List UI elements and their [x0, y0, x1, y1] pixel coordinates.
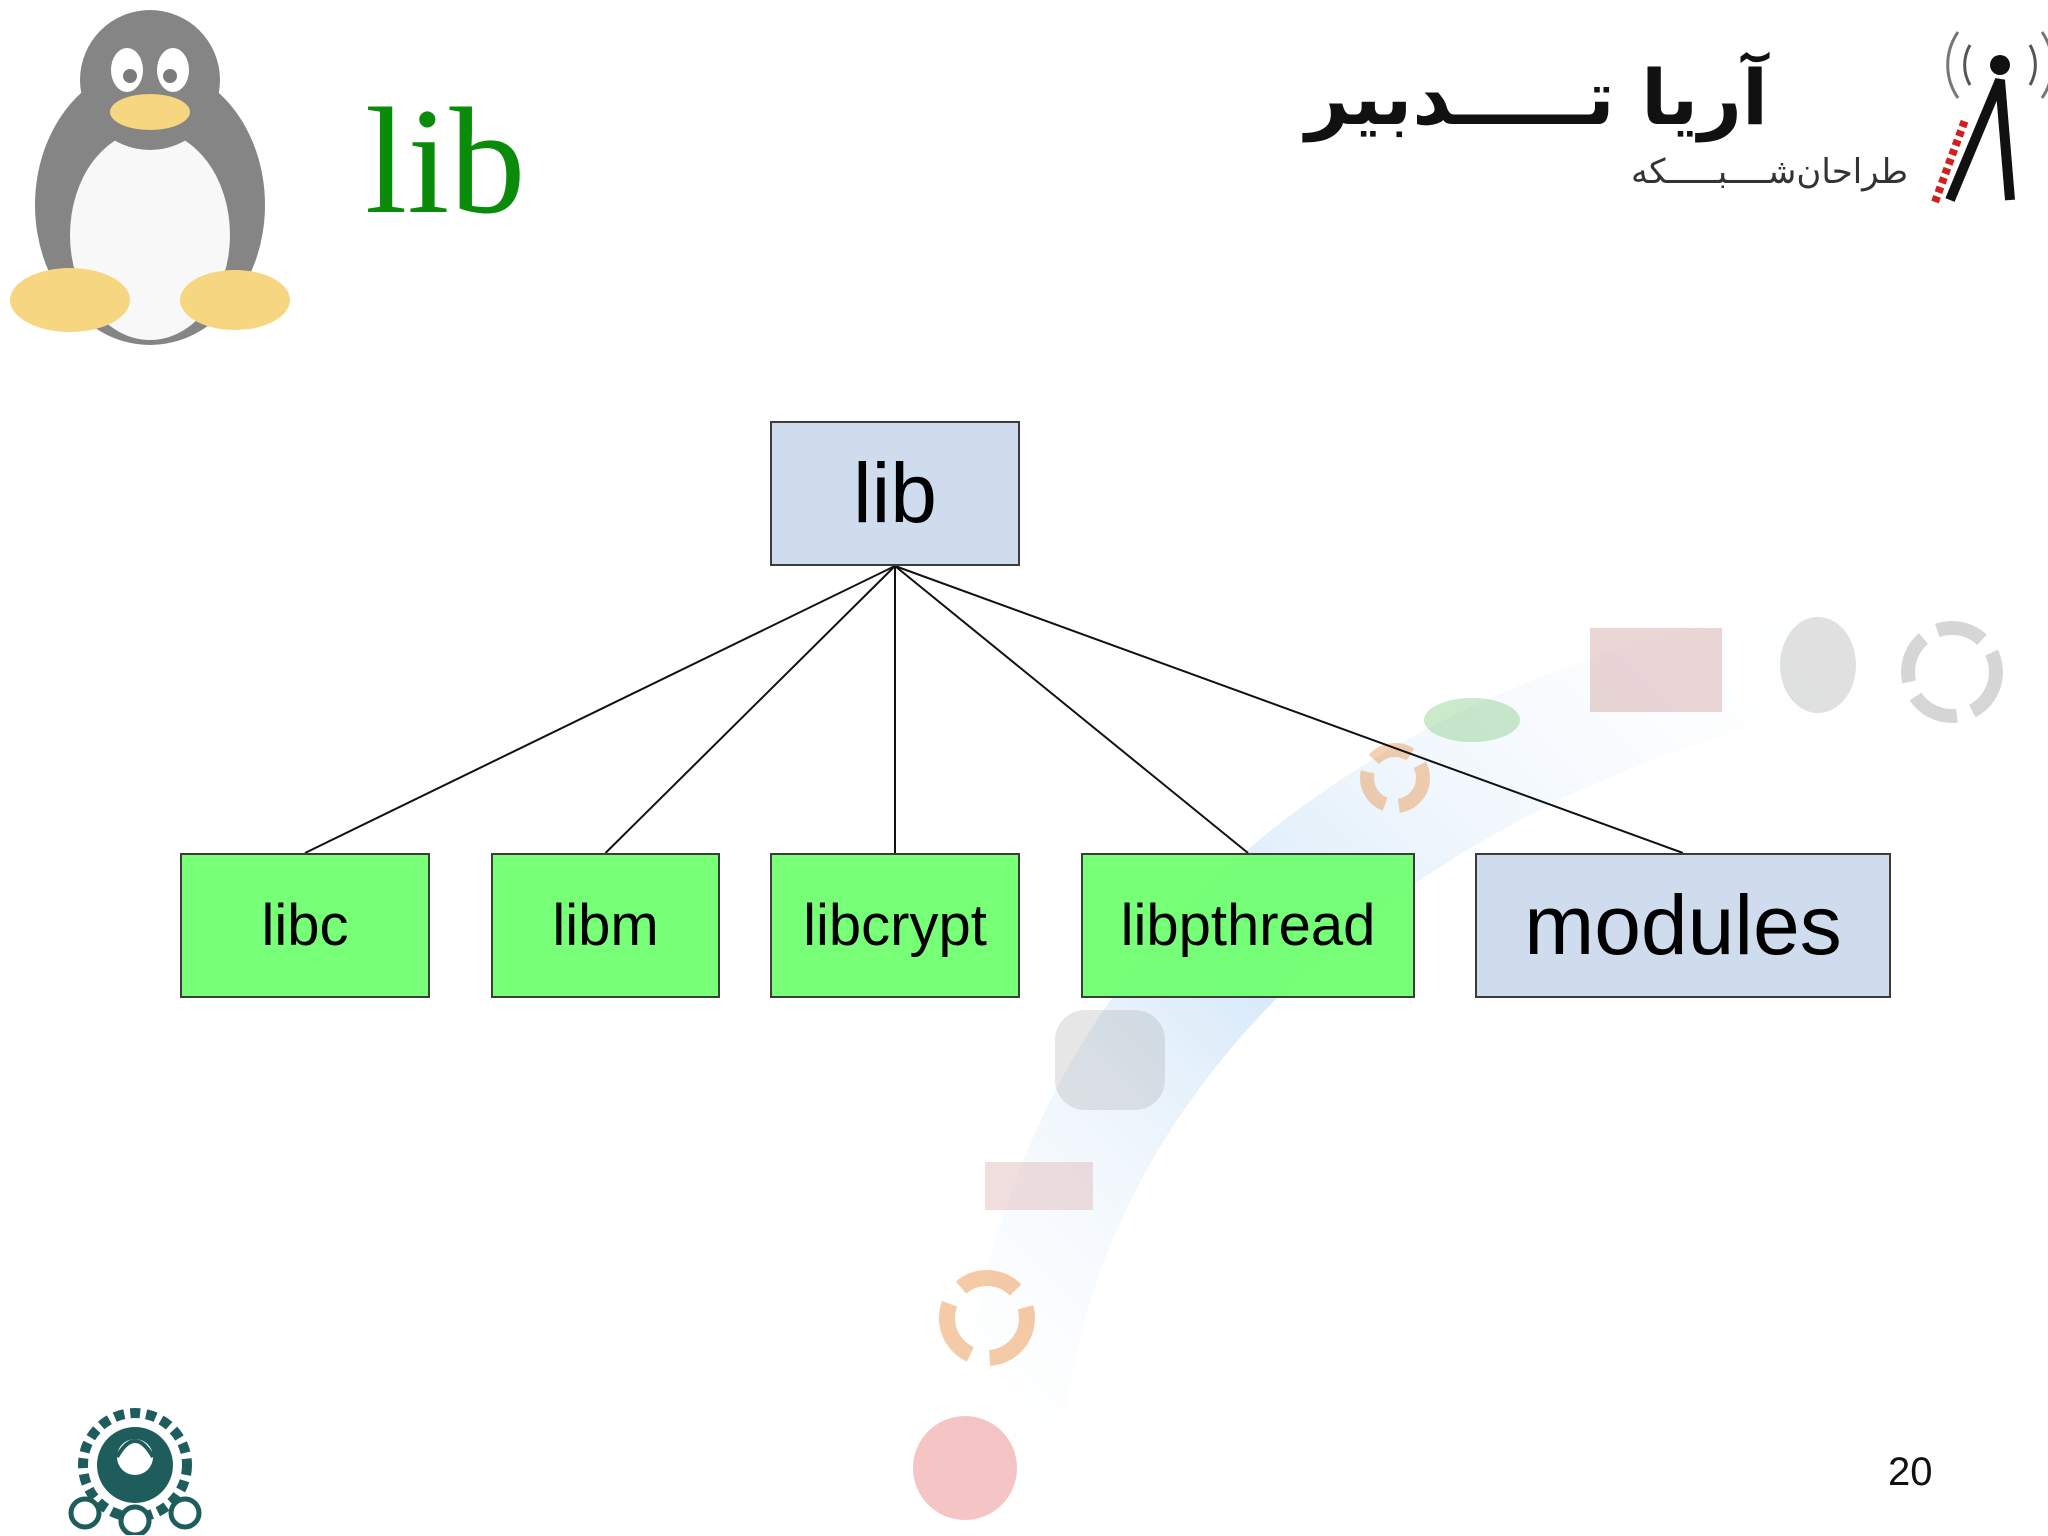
- connector-1: [604, 565, 896, 854]
- connector-3: [894, 565, 1249, 854]
- node-libpthread: libpthread: [1081, 853, 1415, 998]
- brand-tagline: طراحان‌شــــبـــــکه: [1630, 152, 1908, 192]
- node-libc: libc: [180, 853, 430, 998]
- connector-0: [304, 565, 896, 854]
- penguin-mascot-icon: [10, 10, 290, 345]
- brand-name: آریا تـــــدبیر: [1305, 53, 1769, 142]
- company-logo-icon: [1931, 31, 2048, 204]
- node-root: lib: [770, 421, 1020, 566]
- node-libm: libm: [491, 853, 720, 998]
- connector-4: [894, 565, 1684, 854]
- slide-title: lib: [365, 77, 526, 245]
- node-libcrypt: libcrypt: [770, 853, 1020, 998]
- node-modules: modules: [1475, 853, 1891, 998]
- university-seal-icon: [68, 1408, 202, 1535]
- page-number: 20: [1888, 1450, 1933, 1494]
